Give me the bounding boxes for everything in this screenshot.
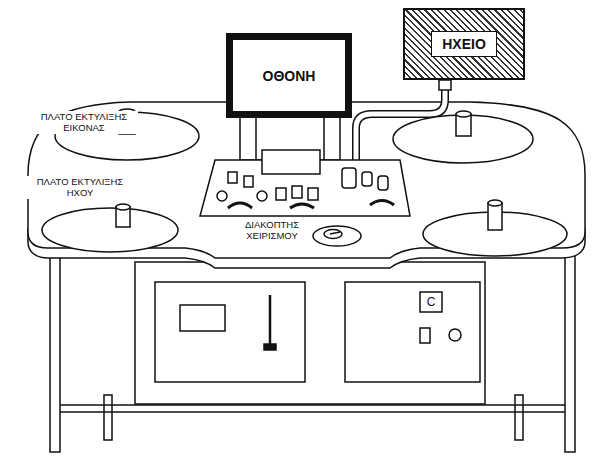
part-label: ΔΙΑΚΟΠΤΗΣ ΧΕΙΡΙΣΜΟΥ [236,219,308,242]
node-text: ΗΧΕΙΟ [431,31,497,57]
screen-frame: ΟΘΟΝΗ [226,33,352,118]
meter-mark: C [420,292,442,312]
part-label: ΠΛΑΤΟ ΕΚΤΥΛΙΞΗΣ ΗΧΟΥ [26,176,134,199]
node-text: ΟΘΟΝΗ [263,68,316,84]
speaker-box: ΗΧΕΙΟ [403,8,525,80]
part-label: ΠΛΑΤΟ ΕΚΤΥΛΙΞΗΣ ΕΙΚΟΝΑΣ [30,111,138,134]
